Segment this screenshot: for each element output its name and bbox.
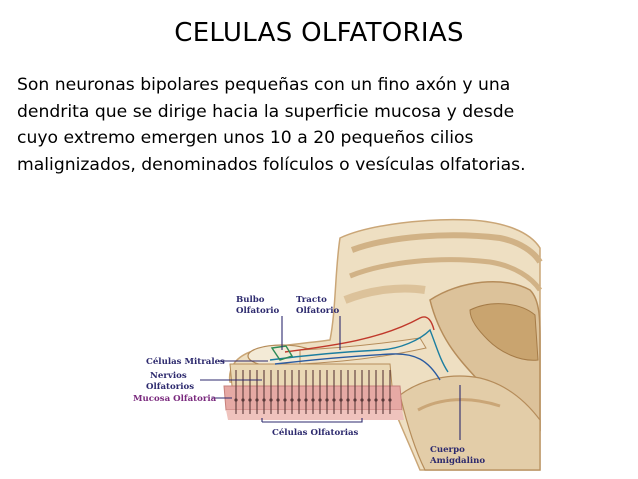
receptor-cell-body bbox=[388, 398, 392, 402]
receptor-cell-body bbox=[339, 398, 343, 402]
receptor-cell-body bbox=[304, 398, 308, 402]
receptor-cell-body bbox=[381, 398, 385, 402]
receptor-cell-body bbox=[297, 398, 301, 402]
cortex-fold-1 bbox=[350, 232, 543, 264]
slide-title: CELULAS OLFATORIAS bbox=[174, 18, 464, 48]
cribriform-plate bbox=[229, 363, 393, 387]
receptor-cell-body bbox=[353, 398, 357, 402]
leader-celulas-olfatorias bbox=[261, 418, 363, 423]
receptor-cell-body bbox=[269, 398, 273, 402]
slide-body-text: Son neuronas bipolares pequeñas con un f… bbox=[17, 72, 629, 178]
temporal-lobe bbox=[399, 375, 541, 471]
nerve-fiber-blue bbox=[269, 328, 449, 373]
label-tracto-line2: Olfatorio bbox=[296, 306, 340, 316]
receptor-cells bbox=[234, 370, 392, 414]
receptor-cell-body bbox=[262, 398, 266, 402]
receptor-cell-body bbox=[248, 398, 252, 402]
temporal-fold bbox=[417, 398, 501, 412]
label-cuerpo-line2: Amigdalino bbox=[429, 456, 485, 466]
nerve-fibers bbox=[269, 316, 449, 381]
receptor-cell-body bbox=[325, 398, 329, 402]
receptor-cell-body bbox=[234, 398, 238, 402]
label-mucosa-olfatoria: Mucosa Olfatoria bbox=[133, 394, 217, 404]
receptor-cell-body bbox=[346, 398, 350, 402]
nerve-fiber-blue-2 bbox=[274, 353, 441, 381]
body-line-1: Son neuronas bipolares pequeñas con un f… bbox=[17, 75, 511, 95]
receptor-cell-body bbox=[332, 398, 336, 402]
cortex-fold-2 bbox=[349, 257, 543, 292]
mucosa-lower bbox=[226, 410, 404, 420]
receptor-cell-body bbox=[360, 398, 364, 402]
label-bulbo-line1: Bulbo bbox=[236, 295, 265, 305]
receptor-cell-body bbox=[311, 398, 315, 402]
label-bulbo-line2: Olfatorio bbox=[236, 306, 280, 316]
body-line-2: dendrita que se dirige hacia la superfic… bbox=[17, 101, 515, 122]
inner-core bbox=[469, 303, 539, 361]
label-celulas-mitrales: Células Mitrales bbox=[146, 356, 225, 367]
receptor-cell-body bbox=[367, 398, 371, 402]
label-nervios-line2: Olfatorios bbox=[146, 382, 194, 392]
receptor-cell-body bbox=[283, 398, 287, 402]
body-line-4: malignizados, denominados folículos o ve… bbox=[17, 154, 526, 175]
body-line-3: cuyo extremo emergen unos 10 a 20 pequeñ… bbox=[17, 128, 474, 148]
figure-labels: Bulbo Olfatorio Tracto Olfatorio Células… bbox=[133, 295, 485, 466]
nerve-fiber-red bbox=[284, 316, 435, 353]
cortex-fold-3 bbox=[343, 284, 426, 304]
leader-lines bbox=[200, 316, 461, 440]
receptor-cell-body bbox=[241, 398, 245, 402]
nerve-fiber-green bbox=[270, 345, 294, 361]
receptor-cell-body bbox=[290, 398, 294, 402]
receptor-cell-body bbox=[318, 398, 322, 402]
label-tracto-line1: Tracto bbox=[296, 295, 327, 305]
label-nervios-line1: Nervios bbox=[150, 371, 187, 381]
receptor-cell-body bbox=[255, 398, 259, 402]
label-celulas-olfatorias: Células Olfatorias bbox=[272, 427, 359, 438]
receptor-cell-body bbox=[374, 398, 378, 402]
label-cuerpo-line1: Cuerpo bbox=[430, 445, 465, 455]
receptor-cell-body bbox=[276, 398, 280, 402]
